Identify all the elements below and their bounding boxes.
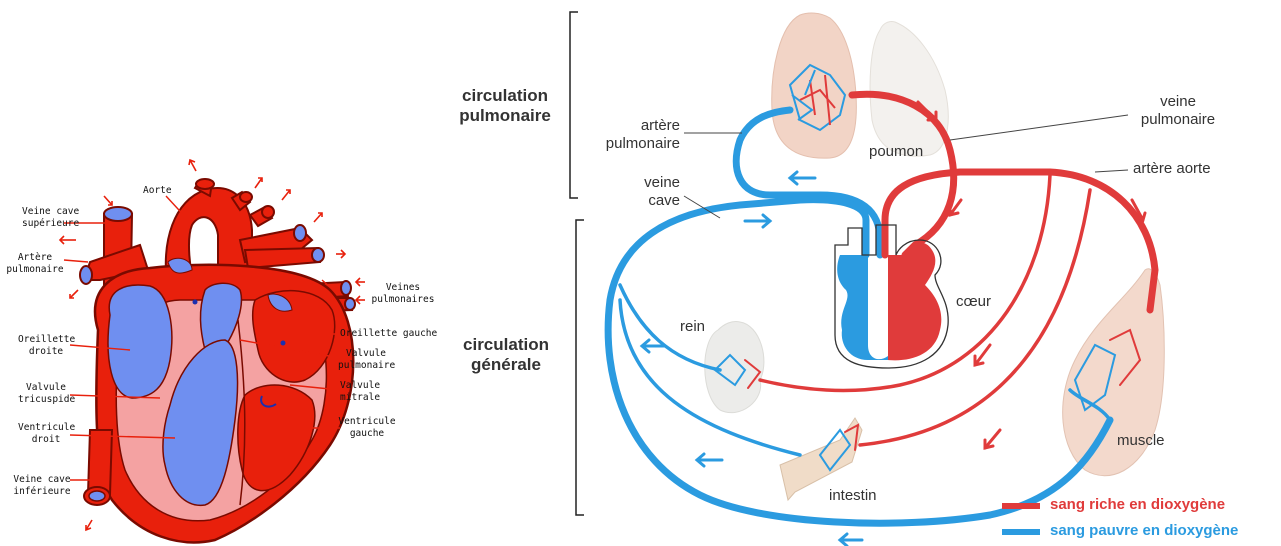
- title-line: circulation: [456, 335, 556, 355]
- label-veine-cave-circ: veine cave: [600, 174, 680, 210]
- label-coeur: cœur: [956, 293, 991, 311]
- label-line: cave: [600, 192, 680, 210]
- bracket-pulmonaire: [570, 12, 578, 198]
- label-line: artère: [590, 117, 680, 135]
- title-circulation-generale: circulation générale: [456, 335, 556, 375]
- legend-label-rich: sang riche en dioxygène: [1050, 496, 1225, 513]
- label-line: veine: [1128, 93, 1228, 111]
- heart-right-side: [837, 255, 888, 360]
- title-line: circulation: [450, 86, 560, 106]
- label-veine-pulmonaire: veine pulmonaire: [1128, 93, 1228, 129]
- bracket-generale: [576, 220, 584, 515]
- title-line: pulmonaire: [450, 106, 560, 126]
- label-line: pulmonaire: [590, 135, 680, 153]
- label-artere-pulmonaire-circ: artère pulmonaire: [590, 117, 680, 153]
- lungs-illustration: [772, 13, 949, 158]
- label-poumon: poumon: [869, 143, 923, 161]
- heart-left-side: [888, 242, 941, 360]
- label-line: veine: [600, 174, 680, 192]
- label-intestin: intestin: [829, 487, 877, 505]
- legend-swatch-red: [1002, 503, 1040, 509]
- label-muscle: muscle: [1117, 432, 1165, 450]
- title-line: générale: [456, 355, 556, 375]
- label-line: pulmonaire: [1128, 111, 1228, 129]
- legend-swatch-blue: [1002, 529, 1040, 535]
- title-circulation-pulmonaire: circulation pulmonaire: [450, 86, 560, 126]
- label-rein: rein: [680, 318, 705, 336]
- label-artere-aorte: artère aorte: [1133, 160, 1211, 178]
- legend-label-poor: sang pauvre en dioxygène: [1050, 522, 1238, 539]
